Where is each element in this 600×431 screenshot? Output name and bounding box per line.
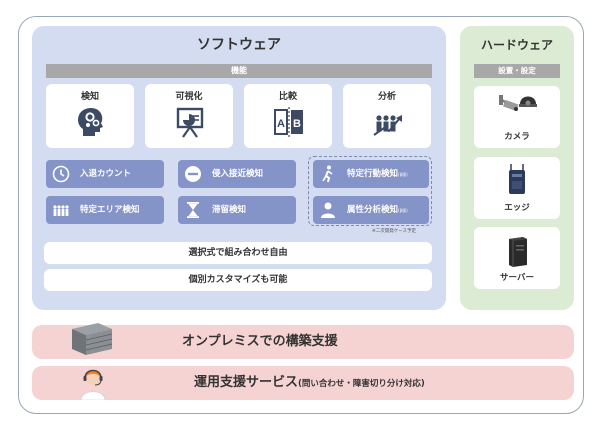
operator-headset-icon: [80, 369, 106, 400]
ab-compare-icon: A B: [274, 107, 303, 137]
function-label-text: 特定行動検知: [347, 169, 399, 179]
support-label: 運用支援サービス(問い合わせ・障害切り分け対応): [194, 366, 425, 401]
svg-text:B: B: [293, 118, 301, 130]
software-title: ソフトウェア: [197, 37, 281, 53]
function-label: 属性分析検知(β版): [347, 196, 408, 225]
walking-person-icon: [322, 165, 333, 183]
function-label: 特定行動検知(β版): [347, 160, 408, 189]
function-label: 入退カウント: [80, 169, 132, 179]
function-area: 特定エリア検知: [46, 196, 164, 224]
onpremise-label: オンプレミスでの構築支援: [182, 334, 338, 349]
onpremise-bar: オンプレミスでの構築支援: [32, 323, 574, 359]
beta-badge: (β版): [398, 172, 408, 177]
hardware-label: エッジ: [504, 203, 530, 213]
people-growth-icon: [373, 115, 402, 136]
hardware-panel: ハードウェア 設置・設定 カメラ エッジ: [460, 26, 574, 310]
hardware-label: カメラ: [504, 132, 530, 142]
customize-bar: 個別カスタマイズも可能: [44, 269, 432, 291]
support-note: (問い合わせ・障害切り分け対応): [298, 379, 425, 389]
function-behavior: 特定行動検知(β版): [313, 160, 429, 188]
presentation-board-icon: [176, 107, 204, 138]
development-note: ※二次開発ケース予定: [372, 229, 417, 234]
function-intrusion: 侵入接近検知: [178, 160, 296, 188]
beta-badge: (β版): [398, 208, 408, 213]
development-group-box: [308, 156, 432, 226]
setup-bar: 設置・設定: [474, 64, 560, 78]
card-label: 検知: [80, 92, 99, 102]
function-entry-count: 入退カウント: [46, 160, 164, 188]
function-label: 滞留検知: [212, 205, 247, 215]
card-comparison: 比較 A B: [244, 84, 332, 148]
server-icon: [509, 237, 527, 267]
person-icon: [321, 202, 335, 218]
hardware-server: サーバー: [474, 227, 560, 289]
combination-bar: 選択式で組み合わせ自由: [44, 242, 432, 264]
function-label: 侵入接近検知: [212, 169, 264, 179]
function-attribute: 属性分析検知(β版): [313, 196, 429, 224]
crowd-icon: [53, 205, 69, 216]
hourglass-icon: [187, 202, 199, 218]
head-gears-icon: [78, 107, 103, 136]
hardware-camera: カメラ: [474, 86, 560, 148]
support-label-text: 運用支援サービス: [194, 375, 299, 390]
hardware-label: サーバー: [500, 273, 534, 283]
svg-text:A: A: [277, 118, 285, 130]
no-entry-icon: [185, 166, 201, 182]
edge-device-icon: [509, 164, 525, 194]
card-label: 分析: [377, 92, 396, 102]
function-bar: 機能: [46, 64, 432, 78]
card-analysis: 分析: [343, 84, 431, 148]
function-label-text: 属性分析検知: [347, 205, 399, 215]
clock-icon: [52, 165, 70, 183]
card-detection: 検知: [46, 84, 134, 148]
server-rack-icon: [72, 323, 113, 355]
camera-icon: [499, 95, 537, 111]
hardware-title: ハードウェア: [480, 38, 553, 52]
card-label: 比較: [278, 92, 297, 102]
card-label: 可視化: [175, 92, 203, 102]
function-stay: 滞留検知: [178, 196, 296, 224]
support-bar: 運用支援サービス(問い合わせ・障害切り分け対応): [32, 366, 574, 400]
software-panel: ソフトウェア 機能 検知 可視化 比較 A B: [32, 26, 446, 310]
function-label: 特定エリア検知: [80, 205, 140, 215]
card-visualization: 可視化: [145, 84, 233, 148]
hardware-edge: エッジ: [474, 157, 560, 219]
